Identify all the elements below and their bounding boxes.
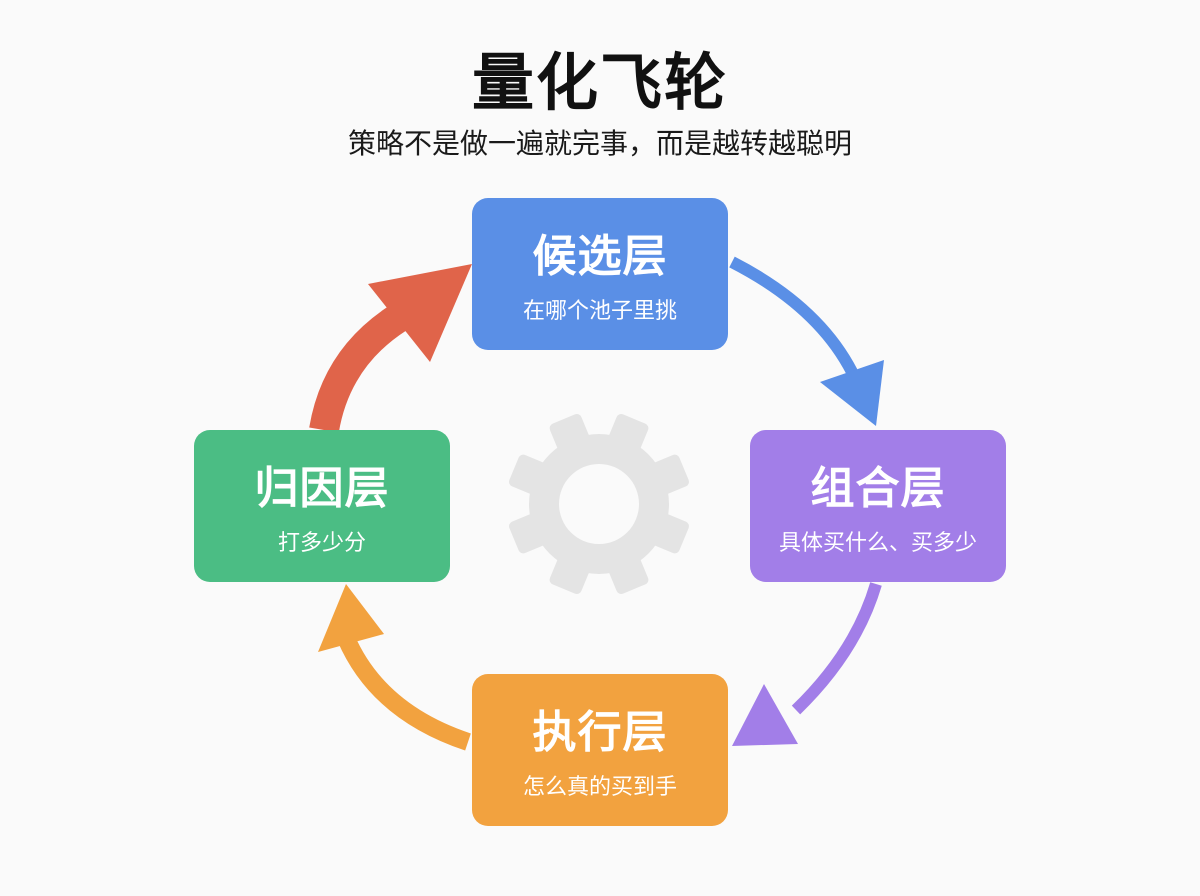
node-description: 打多少分 (277, 531, 366, 556)
node-title: 组合层 (810, 463, 946, 514)
arrow-shaft (791, 582, 882, 715)
arrow-shaft (729, 256, 858, 375)
node-description: 具体买什么、买多少 (778, 531, 977, 556)
arrow-head (368, 264, 472, 362)
arrow-portfolio-to-execution (732, 582, 882, 746)
page-subtitle: 策略不是做一遍就完事，而是越转越聪明 (347, 127, 852, 160)
gear-icon (509, 414, 689, 594)
node-portfolio-layer: 组合层 具体买什么、买多少 (750, 430, 1006, 582)
arrow-shaft (309, 305, 407, 433)
page-title: 量化飞轮 (471, 46, 728, 119)
node-title: 执行层 (532, 707, 668, 758)
node-title: 归因层 (254, 463, 390, 514)
node-attribution-layer: 归因层 打多少分 (194, 430, 450, 582)
flywheel-arrows (309, 256, 884, 751)
arrow-head (732, 684, 798, 746)
arrow-execution-to-attribution (318, 584, 471, 751)
arrow-candidate-to-portfolio (729, 256, 884, 426)
arrow-attribution-to-candidate (309, 264, 472, 433)
arrow-shaft (337, 634, 471, 751)
node-description: 怎么真的买到手 (522, 775, 677, 800)
node-candidate-layer: 候选层 在哪个池子里挑 (472, 198, 728, 350)
node-description: 在哪个池子里挑 (522, 299, 677, 324)
arrow-head (820, 360, 884, 426)
node-title: 候选层 (532, 231, 668, 282)
arrow-head (318, 584, 384, 652)
node-execution-layer: 执行层 怎么真的买到手 (472, 674, 728, 826)
